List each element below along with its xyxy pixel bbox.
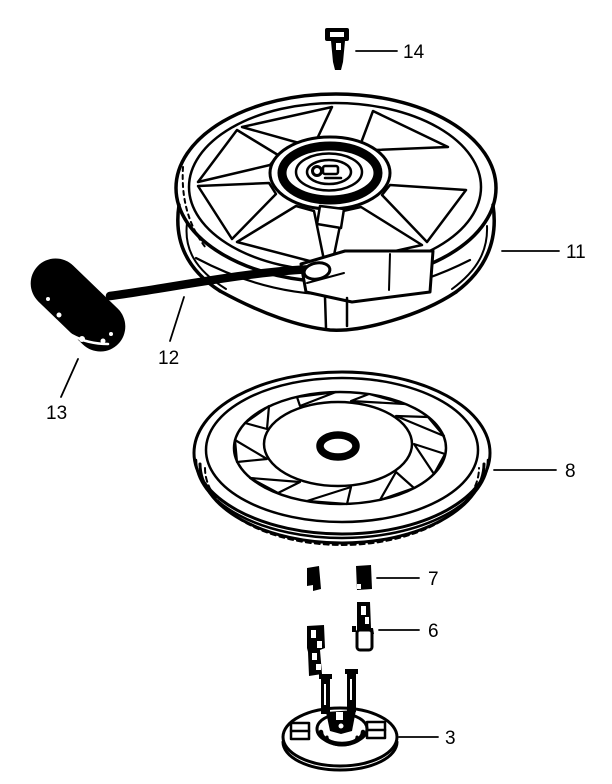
spring-block-right [356, 565, 372, 590]
part-screw-illustration [325, 28, 349, 70]
spring-block-left [307, 566, 321, 591]
part-retainer-illustration [281, 669, 399, 772]
screw-head-slot [330, 32, 344, 37]
spring-block-notch [357, 584, 361, 589]
callouts: 14 11 12 13 8 7 6 3 [46, 42, 586, 749]
part-housing-illustration [174, 92, 498, 332]
retainer-hub-dot [338, 723, 344, 729]
retainer-slot-left [289, 721, 311, 741]
housing-fan-spoke [380, 183, 468, 244]
retainer-post-right [345, 669, 358, 712]
retainer-post-left [319, 674, 332, 714]
pulley-center-hole [316, 431, 360, 461]
retainer-hub-highlight [336, 712, 343, 720]
pawl-left-slot [316, 664, 321, 670]
callout-12: 12 [158, 296, 185, 369]
housing-hub-tab [315, 204, 346, 230]
housing-fan-spoke [196, 181, 278, 241]
pulley-fin [412, 442, 447, 476]
pawl-right-tick [352, 626, 356, 632]
housing-rope-pocket [299, 249, 435, 304]
callout-3: 3 [398, 728, 456, 749]
pawl-right-slot [365, 617, 369, 624]
housing-wall-right [454, 203, 496, 294]
retainer-slot-right [365, 720, 387, 740]
housing-fan-spoke [235, 204, 327, 267]
callout-11: 11 [501, 242, 586, 263]
callout-3-label: 3 [445, 728, 456, 749]
handle-highlight-dot [56, 312, 62, 318]
handle-highlight-dot [109, 332, 113, 336]
part-springs-illustration [307, 565, 372, 591]
handle-highlight-dot [100, 338, 106, 344]
callout-8-label: 8 [565, 461, 576, 482]
pulley-fin [349, 392, 407, 406]
retainer-hub-arc [325, 735, 359, 747]
pawl-right-slot [361, 606, 366, 615]
screw-shank-notch [336, 43, 341, 50]
rope-line [105, 264, 321, 301]
retainer-post-cap [345, 669, 358, 674]
callout-7: 7 [376, 569, 439, 590]
pawl-right-foot [355, 628, 374, 652]
retainer-post-cap [319, 674, 332, 679]
housing-wall-right-ledge [451, 225, 489, 290]
callout-8: 8 [493, 461, 576, 482]
retainer-post-slit [350, 679, 352, 700]
part-pawls-illustration [307, 602, 374, 676]
pulley-fin [295, 390, 338, 408]
callout-7-label: 7 [428, 569, 439, 590]
housing-wall-bottom [218, 289, 458, 332]
part-rope-illustration [105, 264, 321, 301]
pawl-left-slot [311, 630, 316, 638]
pulley-fin [243, 404, 271, 431]
callout-14: 14 [355, 42, 425, 63]
callout-6-label: 6 [428, 621, 439, 642]
callout-14-label: 14 [403, 42, 425, 63]
pulley-fin [305, 485, 353, 506]
housing-pocket-channel-line [323, 295, 328, 330]
callout-13: 13 [46, 358, 79, 424]
pulley-inner-rim [204, 376, 480, 524]
callout-6: 6 [378, 621, 439, 642]
callout-11-label: 11 [566, 242, 586, 263]
retainer-post-slit [324, 684, 326, 705]
part-pulley-illustration [192, 370, 492, 546]
handle-grip [30, 258, 126, 352]
callout-13-leader [60, 358, 79, 398]
pulley-fin [378, 470, 416, 502]
housing-pocket-inner-line [306, 272, 345, 284]
pulley-fin [233, 438, 269, 464]
handle-highlight-dot [46, 297, 50, 301]
pawl-left-slot [317, 641, 322, 648]
housing-hub-keyhole [311, 165, 323, 177]
pawl-left-slot [312, 653, 317, 660]
retainer-hub-shadow [326, 710, 356, 734]
part-handle-illustration [30, 258, 126, 352]
pawl-right [352, 602, 374, 652]
pulley-sheave-dashed-arc [204, 467, 480, 546]
callout-12-label: 12 [158, 348, 179, 369]
housing-rope-outlet [302, 261, 332, 281]
pulley-fin [248, 476, 302, 495]
handle-highlight-curve [42, 307, 110, 346]
housing-hub-key-slot [321, 164, 340, 176]
screw-shank [331, 41, 345, 70]
callout-12-leader [169, 296, 185, 342]
pulley-fin [394, 414, 446, 438]
housing-pocket-face-line [388, 253, 391, 291]
pawl-left [307, 625, 325, 676]
callout-13-label: 13 [46, 403, 67, 424]
pulley-sheave-arc [198, 462, 486, 545]
housing-rim-dashes [181, 166, 207, 249]
retainer-disc-bottom-edge [281, 740, 399, 772]
